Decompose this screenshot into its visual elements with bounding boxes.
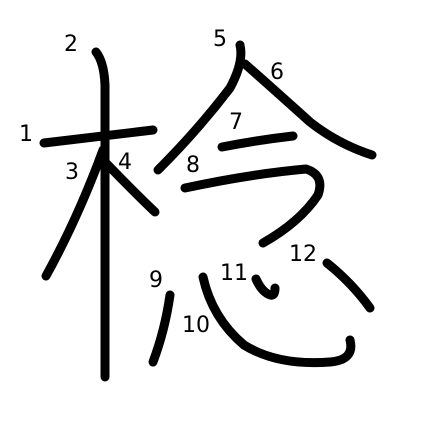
stroke-9 — [148, 290, 175, 367]
stroke-number-3: 3 — [65, 160, 79, 185]
stroke-6 — [240, 59, 377, 160]
stroke-number-2: 2 — [64, 32, 78, 57]
stroke-number-1: 1 — [19, 122, 33, 147]
stroke-number-6: 6 — [270, 60, 284, 85]
stroke-11 — [251, 274, 280, 300]
stroke-number-12: 12 — [289, 242, 317, 267]
stroke-number-9: 9 — [149, 268, 163, 293]
stroke-7 — [217, 131, 298, 152]
stroke-number-7: 7 — [229, 110, 243, 135]
stroke-2 — [91, 47, 110, 382]
stroke-4 — [101, 158, 160, 217]
stroke-number-10: 10 — [182, 313, 210, 338]
stroke-5 — [153, 40, 246, 175]
stroke-3 — [41, 145, 108, 281]
stroke-number-5: 5 — [213, 27, 227, 52]
stroke-number-4: 4 — [118, 150, 132, 175]
stroke-10 — [198, 272, 356, 368]
stroke-12 — [322, 258, 375, 313]
stroke-number-11: 11 — [220, 261, 248, 286]
stroke-8 — [180, 164, 325, 248]
stroke-1 — [39, 125, 158, 148]
stroke-number-8: 8 — [186, 153, 200, 178]
